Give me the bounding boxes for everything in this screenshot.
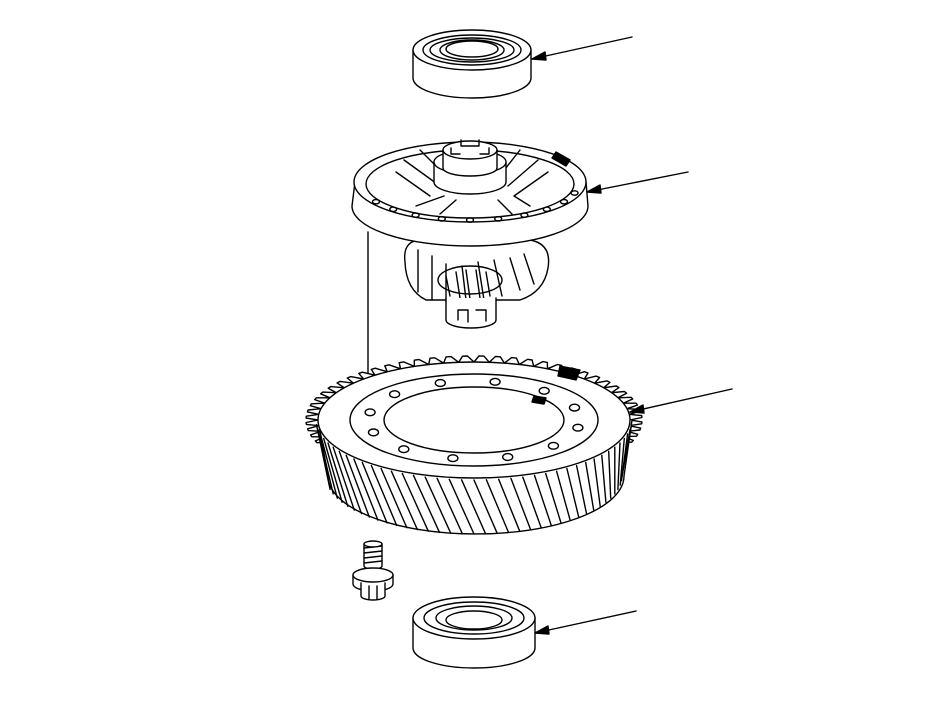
callout-arrowhead [534, 625, 550, 635]
gear-bolt-holes [364, 377, 584, 463]
gear-helix-line [317, 428, 334, 495]
gear-helix-line [448, 478, 475, 535]
carrier-flange-bolt-holes [371, 190, 579, 223]
callout-arrowhead [629, 404, 645, 414]
gear-helical-teeth [315, 424, 633, 535]
callout-final-driven-gear [629, 388, 733, 414]
gear-web [349, 373, 599, 467]
carrier-lower-hub [445, 297, 497, 329]
gear-helix-line [332, 446, 355, 511]
gear-helix-line [345, 454, 370, 518]
upper-bearing-outer-race [422, 34, 522, 66]
lower-bearing-inner-race [435, 605, 513, 631]
gear-bolt-hole [489, 377, 501, 386]
gear-helix-line [485, 479, 510, 534]
flange-bolt-hole [494, 215, 503, 222]
gear-helix-line [323, 437, 343, 503]
gear-bolt-hole [364, 408, 376, 417]
flange-bolt-hole [465, 217, 475, 223]
gear-helix-line [510, 477, 532, 531]
gear-helix-line [617, 442, 621, 491]
flange-bolt-hole [371, 198, 381, 205]
gear-helix-line [608, 450, 612, 499]
gear-bolt-hole [547, 441, 560, 450]
gear-bolt-hole [538, 386, 550, 395]
gear-helix-line [601, 454, 607, 503]
gear-helix-line [460, 479, 487, 535]
callout-leaders [531, 36, 733, 635]
carrier-lower-hub-splines [457, 309, 487, 323]
lower-bearing-outer-race [423, 601, 525, 635]
callout-upper-bearing [531, 36, 633, 61]
gear-bolt-hole [502, 452, 514, 462]
gear-helix-line [575, 464, 588, 515]
gear-helix-line [353, 458, 379, 521]
lower-bearing-bore [445, 610, 503, 630]
differential-carrier [351, 139, 589, 419]
upper-bearing [412, 29, 532, 99]
gear-helix-line [338, 450, 363, 515]
upper-bearing-top-face [412, 29, 532, 71]
gear-helix-line [327, 442, 349, 507]
bolt-flange-top [352, 567, 394, 583]
flange-bolt-hole [411, 212, 420, 219]
flange-bolt-hole [437, 215, 446, 222]
callout-differential-carrier [586, 171, 689, 194]
gear-bolt-hole [367, 428, 380, 437]
gear-helix-line [412, 474, 441, 534]
gear-helix-line [436, 477, 464, 535]
flange-bolt-hole [389, 206, 398, 213]
gear-helix-line [473, 479, 498, 534]
gear-helix-line [319, 433, 338, 499]
gear-reference-mark [557, 365, 581, 381]
gear-helix-line [593, 458, 601, 507]
gear-helix-line [522, 476, 542, 529]
flange-bolt-hole [520, 212, 529, 219]
upper-bearing-bore [445, 40, 499, 58]
flange-bolt-hole [559, 198, 569, 205]
gear-helix-line [585, 461, 595, 511]
gear-bore [383, 386, 565, 454]
gear-bolt [352, 540, 394, 601]
flange-bolt-hole [570, 190, 579, 196]
gear-helix-line [619, 437, 625, 486]
carrier-lower-ribs [417, 249, 535, 303]
final-driven-gear [305, 355, 643, 535]
gear-helix-line [401, 472, 429, 532]
upper-bearing-inner-race [439, 39, 505, 61]
gear-bore-mark [531, 395, 547, 405]
gear-helix-line [424, 476, 452, 534]
gear-helix-line [621, 424, 633, 477]
lower-bearing [412, 596, 536, 669]
gear-bolt-hole [388, 390, 401, 399]
gear-bolt-hole [447, 454, 459, 463]
gear-helix-line [361, 461, 388, 524]
gear-helix-line [498, 478, 521, 532]
callout-arrowhead [586, 184, 602, 194]
callout-arrowhead [531, 51, 547, 61]
callout-lower-bearing [534, 610, 637, 635]
gear-bolt-hole [572, 423, 584, 432]
carrier-hub-splines [450, 139, 490, 155]
flange-bolt-hole [542, 206, 551, 213]
gear-bolt-hole [398, 445, 410, 454]
side-gear-teeth [445, 269, 491, 300]
gear-helix-line [370, 464, 398, 527]
gear-helix-line [555, 470, 571, 521]
gear-helix-line [566, 467, 580, 518]
gear-helix-line [380, 467, 408, 529]
gear-bolt-hole [568, 403, 581, 412]
gear-helix-line [533, 474, 552, 527]
bolt-head-flats [368, 585, 378, 600]
gear-helix-line [545, 472, 562, 524]
bolt-tip [363, 540, 383, 548]
gear-bolt-hole [434, 378, 446, 388]
lower-bearing-top-face [412, 596, 536, 640]
upper-bearing-seal [429, 37, 515, 63]
carrier-reference-mark [551, 151, 571, 167]
gear-helix-line [390, 470, 419, 531]
bolt-head [360, 582, 386, 601]
